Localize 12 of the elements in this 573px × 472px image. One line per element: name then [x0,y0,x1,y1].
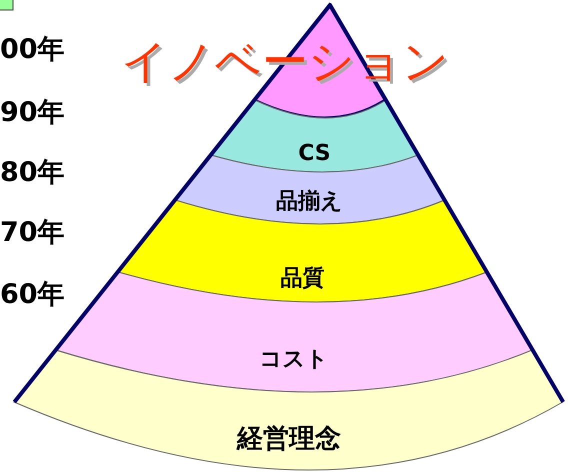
layer-label: 品揃え [275,188,344,216]
layer-label: CS [297,141,332,166]
layer-label: 品質 [279,265,326,293]
layer-label: コスト [258,346,330,374]
pyramid-layer [14,350,564,470]
year-label: 80年 [0,159,65,186]
pyramid-layer [210,100,418,172]
layer-label: 経営理念 [235,423,342,456]
year-label: 90年 [0,99,65,126]
year-label: 70年 [0,219,65,246]
year-label: 00年 [0,36,65,63]
year-label: 60年 [0,281,65,308]
